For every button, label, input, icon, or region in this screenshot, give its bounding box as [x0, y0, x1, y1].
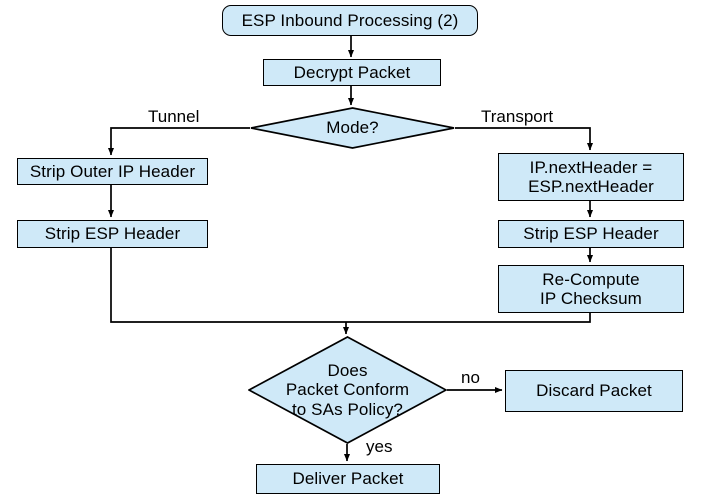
- edge-label-no: no: [461, 368, 480, 387]
- node-strip-outer-ip-header-label: Strip Outer IP Header: [29, 161, 196, 181]
- node-recompute-ip-checksum[interactable]: Re-Compute IP Checksum: [498, 265, 684, 313]
- edge-label-yes: yes: [366, 437, 393, 456]
- edge-label-tunnel: Tunnel: [148, 107, 200, 126]
- node-deliver-packet[interactable]: Deliver Packet: [256, 464, 440, 494]
- edge-mode-to-strip-outer: [107, 127, 250, 156]
- node-discard-packet-label: Discard Packet: [536, 381, 652, 401]
- edge-recompute-to-conform: [346, 313, 591, 323]
- node-strip-outer-ip-header[interactable]: Strip Outer IP Header: [17, 158, 208, 185]
- node-strip-esp-header-transport[interactable]: Strip ESP Header: [498, 220, 684, 248]
- node-ip-nextheader-assign-label: IP.nextHeader = ESP.nextHeader: [528, 157, 654, 196]
- node-strip-esp-header-tunnel-label: Strip ESP Header: [44, 224, 181, 244]
- node-packet-conform-decision[interactable]: Does Packet Conform to SAs Policy?: [248, 336, 447, 444]
- edge-strip-esp-left-to-conform: [110, 248, 346, 323]
- node-start-label: ESP Inbound Processing (2): [241, 10, 459, 30]
- node-mode-decision[interactable]: Mode?: [250, 107, 455, 149]
- node-deliver-packet-label: Deliver Packet: [292, 469, 404, 489]
- node-discard-packet[interactable]: Discard Packet: [505, 370, 683, 412]
- node-decrypt-packet[interactable]: Decrypt Packet: [263, 59, 441, 86]
- edge-mode-to-nextheader: [455, 127, 594, 151]
- node-recompute-ip-checksum-label: Re-Compute IP Checksum: [540, 269, 642, 308]
- edge-label-transport: Transport: [481, 107, 554, 126]
- node-ip-nextheader-assign[interactable]: IP.nextHeader = ESP.nextHeader: [498, 153, 684, 201]
- node-start-terminal[interactable]: ESP Inbound Processing (2): [222, 5, 478, 36]
- node-decrypt-packet-label: Decrypt Packet: [293, 62, 411, 82]
- node-strip-esp-header-transport-label: Strip ESP Header: [523, 224, 659, 244]
- node-strip-esp-header-tunnel[interactable]: Strip ESP Header: [17, 220, 208, 248]
- mode-diamond-shape: [250, 107, 455, 149]
- packet-conform-diamond-shape: [248, 336, 447, 444]
